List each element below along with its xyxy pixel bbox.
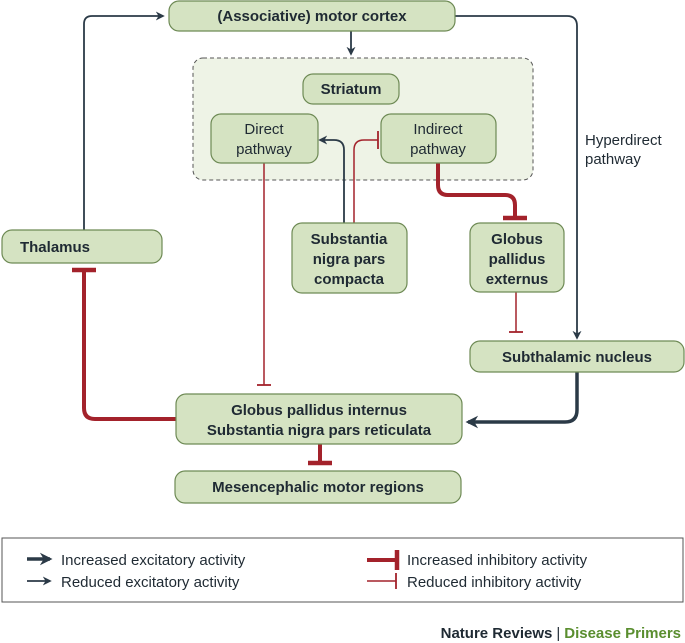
- legend: Increased excitatory activity Reduced ex…: [1, 537, 684, 603]
- thalamus-label: Thalamus: [20, 239, 90, 256]
- gpe-node: Globus pallidus externus: [469, 222, 565, 293]
- legend-increased-inhibitory-label: Increased inhibitory activity: [407, 552, 588, 569]
- direct-pathway-label-line2: pathway: [236, 141, 292, 158]
- hyperdirect-label-line1: Hyperdirect: [585, 132, 663, 149]
- gpe-label-line1: Globus: [491, 231, 543, 248]
- motor-cortex-node: (Associative) motor cortex: [168, 0, 456, 32]
- motor-cortex-label: (Associative) motor cortex: [217, 8, 407, 25]
- credit-journal: Nature Reviews: [441, 625, 553, 642]
- snc-label-line3: compacta: [314, 271, 385, 288]
- snc-node: Substantia nigra pars compacta: [291, 222, 408, 294]
- snc-label-line2: nigra pars: [313, 251, 386, 268]
- snr-label: Substantia nigra pars reticulata: [207, 422, 432, 439]
- thalamus-to-cortex-arrow: [83, 11, 165, 230]
- hyperdirect-label-line2: pathway: [585, 151, 641, 168]
- hyperdirect-arrow: [455, 15, 582, 340]
- thalamus-node: Thalamus: [1, 229, 163, 264]
- subthalamic-nucleus-label: Subthalamic nucleus: [502, 349, 652, 366]
- credit-series: Disease Primers: [564, 625, 681, 642]
- gpi-to-thalamus-inhibition: [82, 272, 176, 421]
- stn-to-gpi-arrow: [465, 372, 579, 429]
- gpi-snr-node: Globus pallidus internus Substantia nigr…: [175, 393, 463, 445]
- direct-pathway-label-line1: Direct: [244, 121, 284, 138]
- snc-to-indirect-inhibition: [353, 139, 378, 223]
- credit-separator: |: [556, 625, 560, 642]
- legend-increased-excitatory-label: Increased excitatory activity: [61, 552, 246, 569]
- snc-to-direct-arrow: [318, 135, 345, 223]
- indirect-pathway-label-line1: Indirect: [413, 121, 463, 138]
- striatum-node: Striatum: [302, 73, 400, 105]
- indirect-pathway-node: Indirect pathway: [380, 113, 497, 164]
- gpi-label: Globus pallidus internus: [231, 402, 407, 419]
- mesencephalic-label: Mesencephalic motor regions: [212, 479, 424, 496]
- indirect-to-gpe-inhibition: [436, 163, 517, 216]
- legend-reduced-inhibitory-label: Reduced inhibitory activity: [407, 574, 582, 591]
- mesencephalic-node: Mesencephalic motor regions: [174, 470, 462, 504]
- indirect-pathway-label-line2: pathway: [410, 141, 466, 158]
- subthalamic-nucleus-node: Subthalamic nucleus: [469, 340, 685, 373]
- direct-pathway-node: Direct pathway: [210, 113, 319, 164]
- snc-label-line1: Substantia: [311, 231, 388, 248]
- gpe-label-line2: pallidus: [489, 251, 546, 268]
- publisher-credit: Nature Reviews|Disease Primers: [441, 625, 681, 642]
- gpe-label-line3: externus: [486, 271, 549, 288]
- striatum-label: Striatum: [321, 81, 382, 98]
- legend-reduced-excitatory-label: Reduced excitatory activity: [61, 574, 240, 591]
